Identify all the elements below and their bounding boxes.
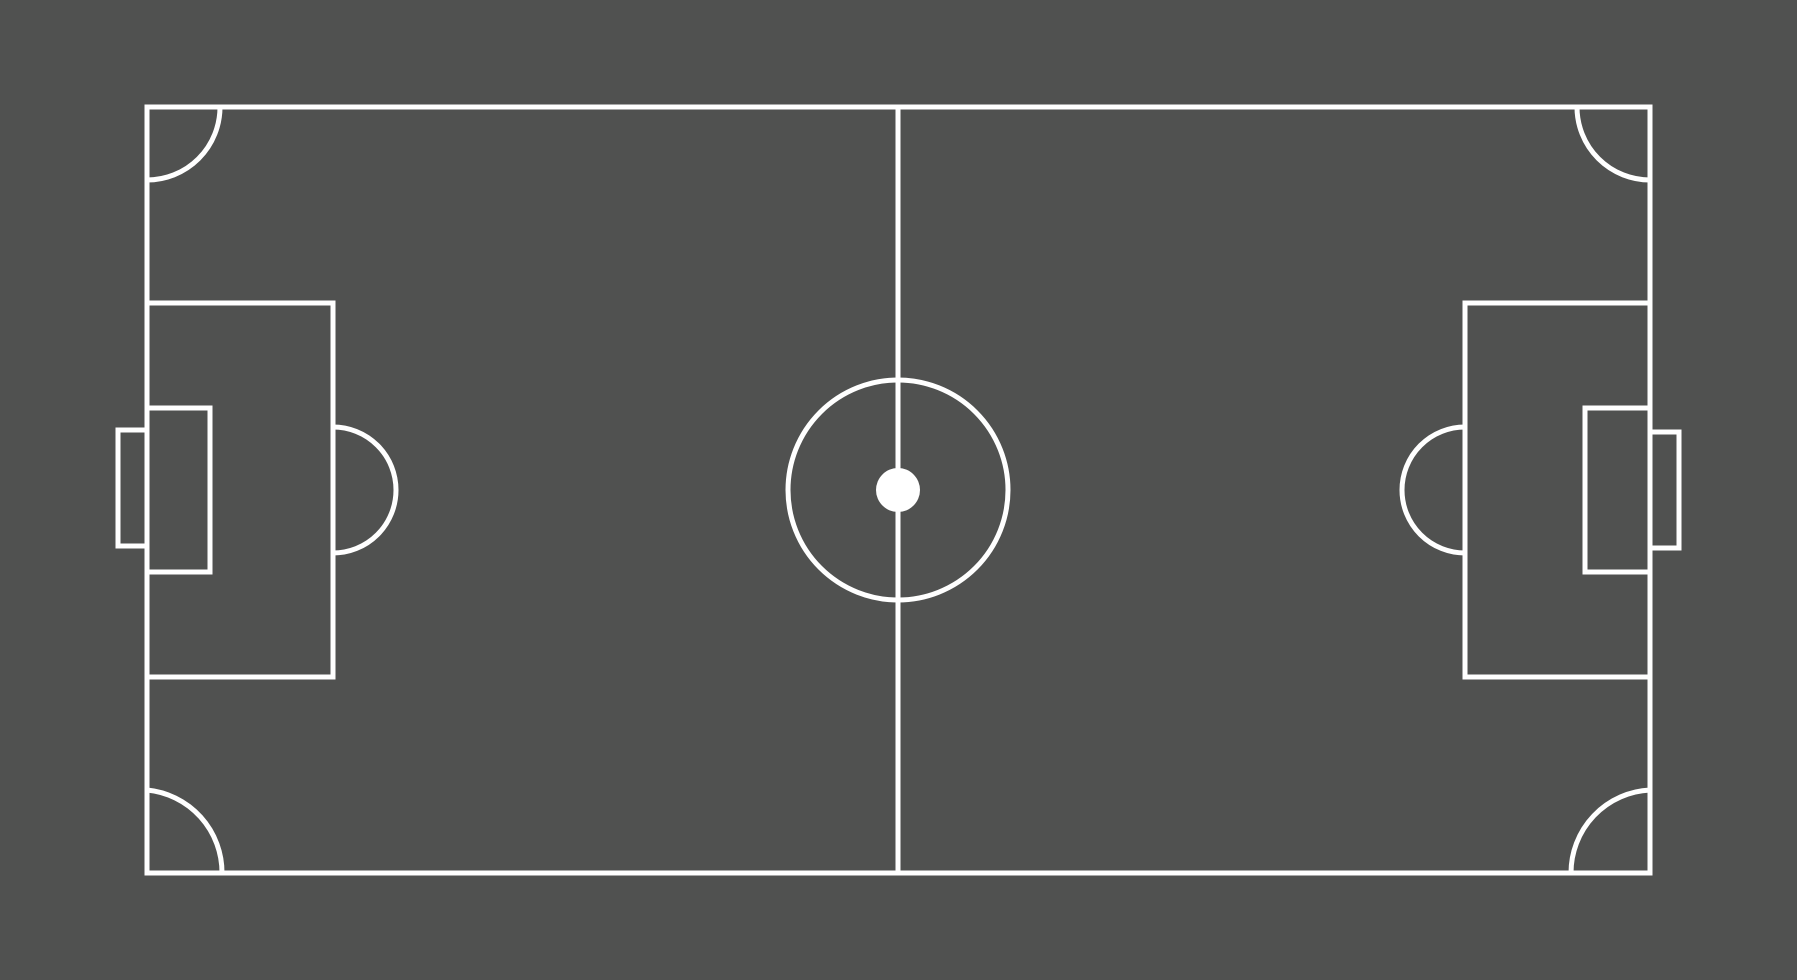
left-goal xyxy=(115,427,150,549)
left-penalty-arc xyxy=(332,424,399,556)
corner-arc-top-right xyxy=(1574,106,1651,183)
corner-arc-bottom-right xyxy=(1568,787,1651,874)
center-circle xyxy=(785,377,1011,603)
corner-arc-top-left xyxy=(146,106,223,183)
center-spot xyxy=(876,468,920,512)
corner-arc-bottom-left xyxy=(146,787,225,874)
right-goal xyxy=(1647,429,1682,551)
right-penalty-arc xyxy=(1399,424,1466,556)
